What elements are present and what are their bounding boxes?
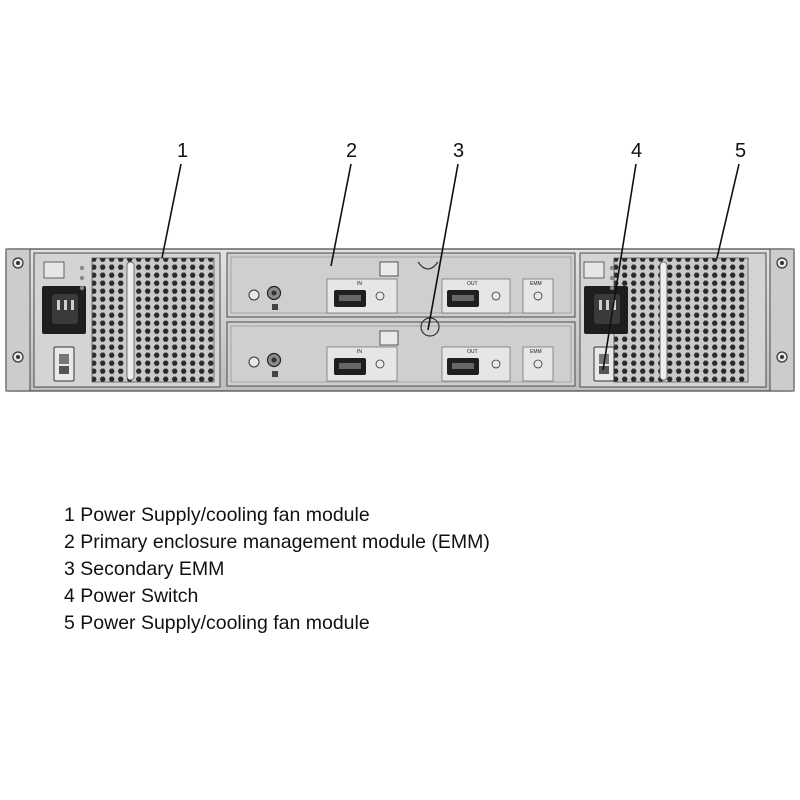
left-status-led	[79, 265, 85, 271]
out-port-label: OUT	[467, 281, 478, 287]
legend-item: 5 Power Supply/cooling fan module	[64, 612, 370, 634]
callout-1: 1	[177, 140, 188, 162]
legend-item: 3 Secondary EMM	[64, 558, 225, 580]
right-handle	[659, 261, 668, 381]
legend-item: 2 Primary enclosure management module (E…	[64, 531, 490, 553]
out-port-label: OUT	[467, 349, 478, 355]
left-power-supply-module	[33, 252, 221, 388]
secondary-emm-out-port: OUT	[441, 346, 511, 382]
callout-4: 4	[631, 140, 642, 162]
secondary-emm-in-port: IN	[326, 346, 398, 382]
right-fan-grille	[613, 257, 749, 383]
left-power-inlet	[42, 286, 86, 334]
callout-3: 3	[453, 140, 464, 162]
left-fan-grille	[91, 257, 215, 383]
in-port-label: IN	[357, 281, 362, 287]
primary-emm-out-port: OUT	[441, 278, 511, 314]
primary-emm-in-port: IN	[326, 278, 398, 314]
callout-5-leader	[716, 163, 740, 259]
legend-item: 4 Power Switch	[64, 585, 199, 607]
secondary-emm-status-led	[248, 356, 260, 368]
callout-2: 2	[346, 140, 357, 162]
in-port-label: IN	[357, 349, 362, 355]
left-latch	[43, 261, 65, 279]
callout-5: 5	[735, 140, 746, 162]
legend-item: 1 Power Supply/cooling fan module	[64, 504, 370, 526]
right-rack-ear	[769, 248, 795, 392]
emm-port-label: EMM	[530, 349, 542, 355]
callout-1-leader	[161, 163, 182, 259]
right-status-led	[609, 265, 615, 271]
primary-emm-module: IN OUT EMM	[226, 252, 576, 318]
callout-legend: 1 Power Supply/cooling fan module 2 Prim…	[64, 502, 490, 637]
secondary-emm-management-port: EMM	[522, 346, 554, 382]
primary-emm-management-port: EMM	[522, 278, 554, 314]
primary-emm-status-led	[248, 289, 260, 301]
callout-3-leader	[427, 163, 459, 331]
callout-4-leader	[602, 163, 637, 371]
right-latch	[583, 261, 605, 279]
left-handle	[126, 261, 135, 381]
left-rack-ear	[5, 248, 31, 392]
right-power-supply-module	[579, 252, 767, 388]
emm-port-label: EMM	[530, 281, 542, 287]
secondary-emm-module: IN OUT EMM	[226, 317, 576, 387]
right-power-inlet	[584, 286, 628, 334]
callout-2-leader	[330, 163, 352, 267]
enclosure-rear-panel-diagram: IN OUT EMM IN	[5, 140, 795, 392]
